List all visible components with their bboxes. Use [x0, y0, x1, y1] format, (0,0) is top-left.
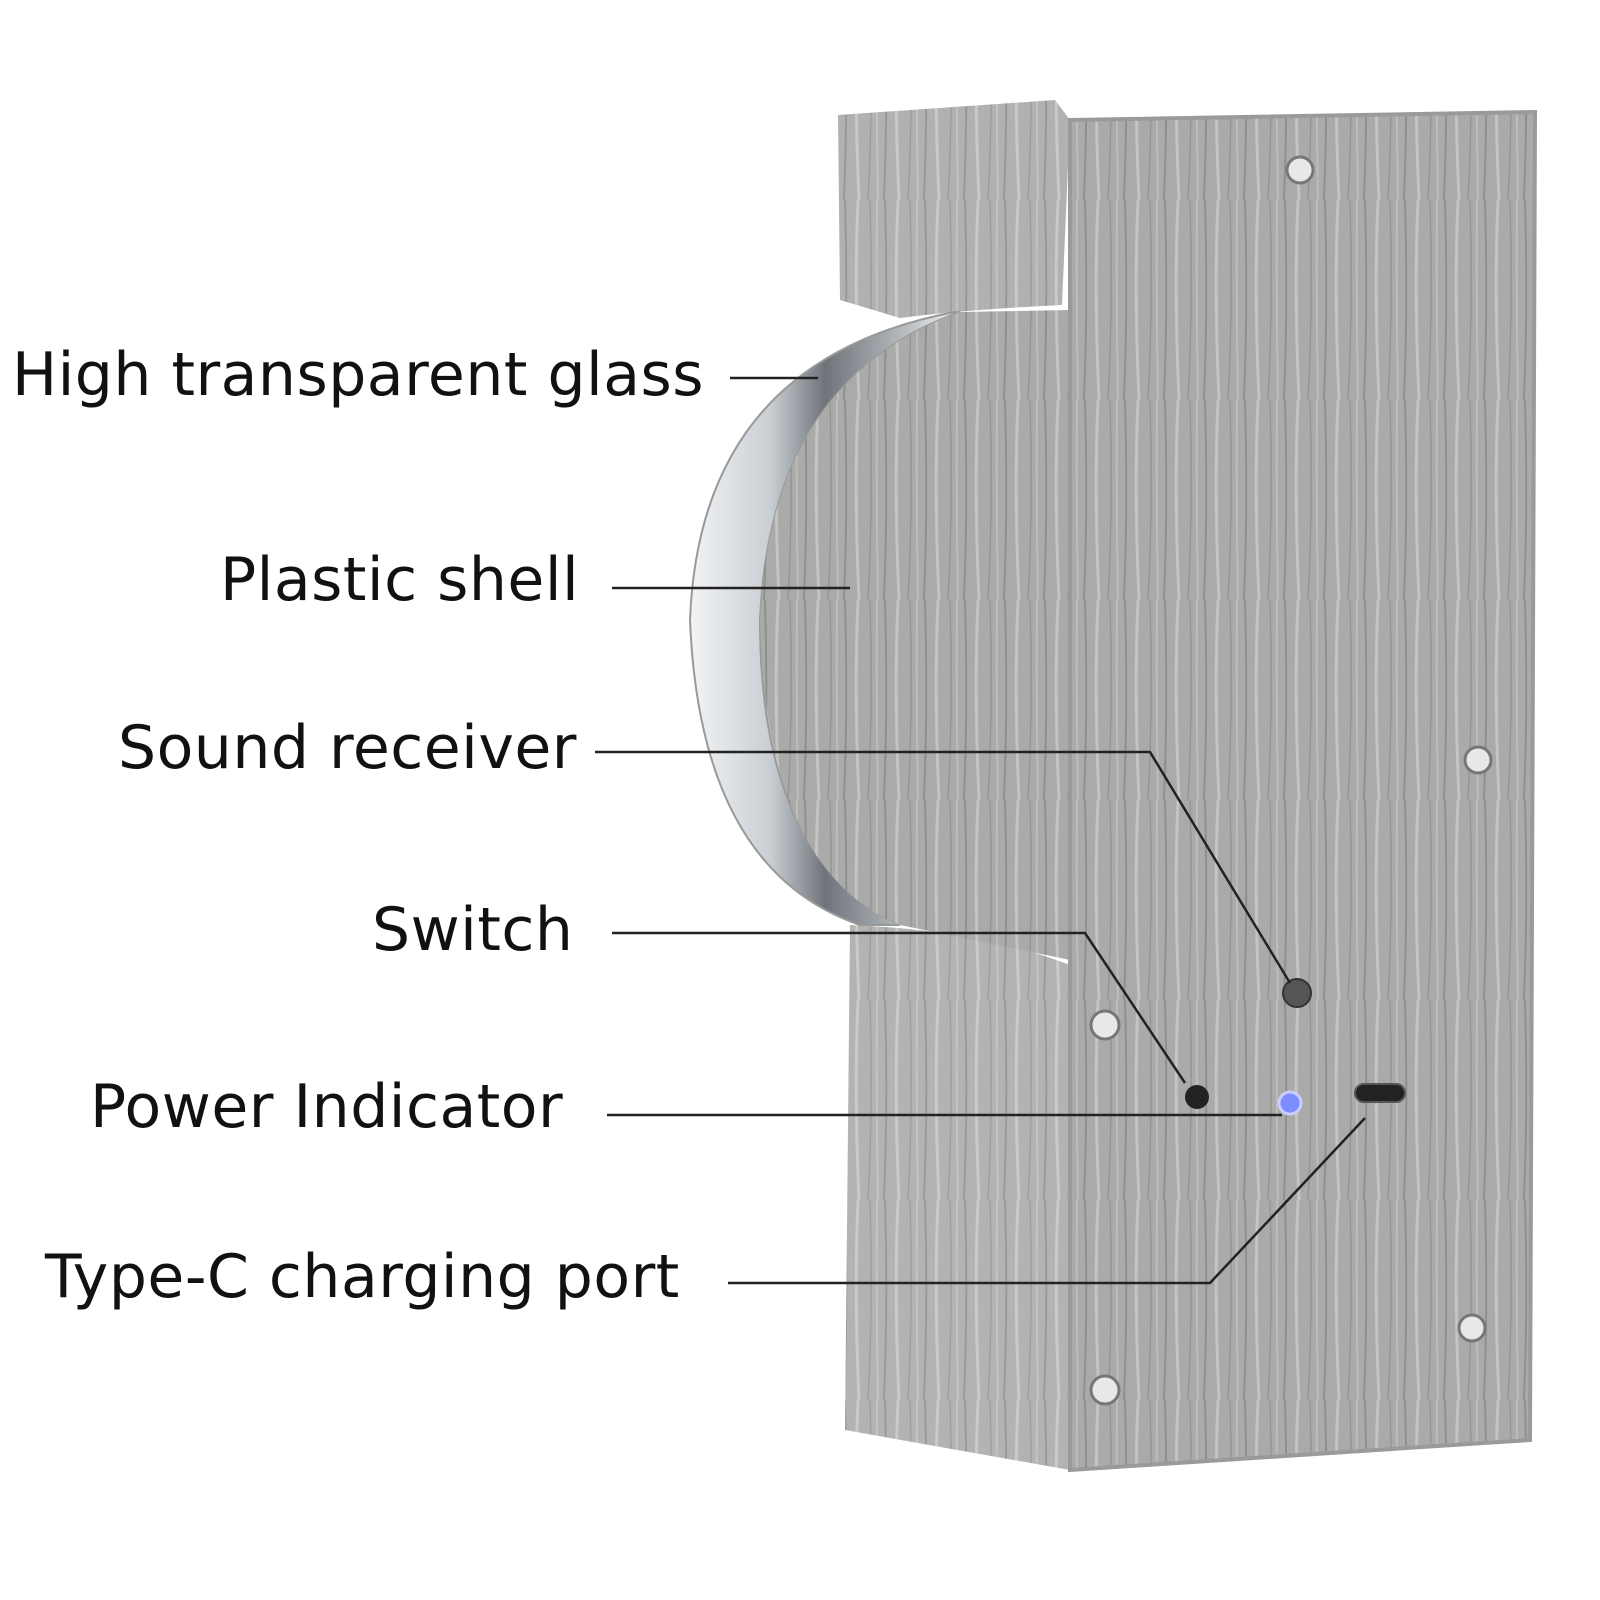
plastic-shell-disc — [760, 310, 1070, 960]
label-receiver: Sound receiver — [118, 713, 577, 783]
screw-icon — [1457, 1313, 1487, 1343]
label-shell: Plastic shell — [220, 545, 580, 615]
screw-icon — [1285, 155, 1315, 185]
screw-icon — [1089, 1009, 1121, 1041]
screw-icon — [1463, 745, 1493, 775]
side-face-top — [838, 100, 1070, 318]
leader-line-port — [728, 1117, 1366, 1285]
leader-line-switch — [612, 931, 1187, 1084]
leader-line-receiver — [595, 750, 1292, 984]
switch-button — [1185, 1085, 1209, 1109]
label-port: Type-C charging port — [45, 1242, 680, 1312]
leader-lines — [595, 376, 1366, 1285]
screws — [1089, 155, 1493, 1406]
screw-icon — [1089, 1374, 1121, 1406]
label-indicator: Power Indicator — [90, 1072, 564, 1142]
power-indicator-led — [1277, 1090, 1303, 1116]
label-glass: High transparent glass — [12, 340, 705, 410]
front-face — [1068, 109, 1538, 1473]
label-switch: Switch — [372, 895, 574, 965]
sound-receiver-hole — [1282, 978, 1312, 1008]
type-c-port — [1354, 1083, 1406, 1103]
side-face-bottom — [845, 925, 1070, 1470]
